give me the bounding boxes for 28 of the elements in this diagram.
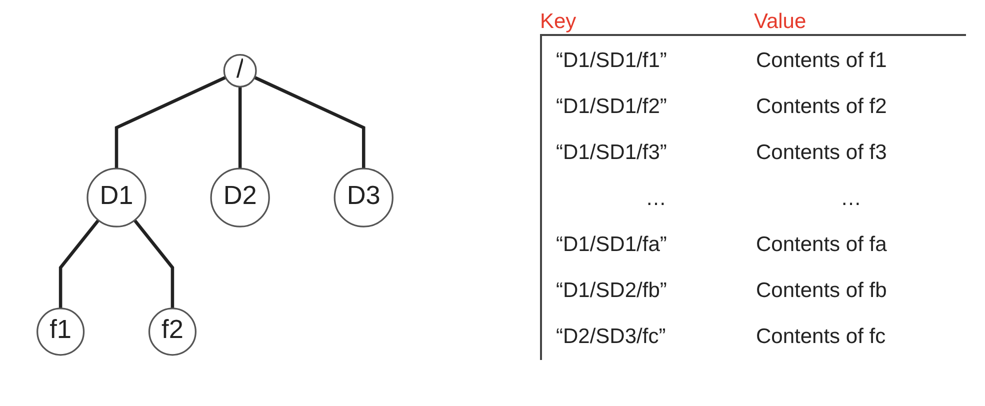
connector bbox=[133, 219, 174, 308]
table-cell-text: “D1/SD1/f2” bbox=[556, 95, 668, 119]
node-circle bbox=[86, 168, 146, 228]
node-circle bbox=[210, 168, 270, 228]
tree-diagram: / D1 D2 D3 f1 f2 bbox=[5, 38, 425, 368]
table-cell-text: “D1/SD2/fb” bbox=[556, 279, 668, 303]
node-circle bbox=[36, 308, 85, 356]
column-header: Value bbox=[754, 10, 808, 34]
table-cell-text: “D1/SD1/f3” bbox=[556, 141, 668, 165]
connector bbox=[58, 219, 100, 308]
table-cell-text: Contents of f3 bbox=[756, 141, 888, 165]
table-cell-text: … bbox=[644, 187, 668, 211]
connector bbox=[254, 76, 366, 169]
node-circle bbox=[148, 308, 196, 356]
table-cell-text: Contents of fa bbox=[756, 233, 888, 257]
node-circle bbox=[334, 168, 394, 228]
column-header: Key bbox=[540, 10, 578, 34]
table-cell-text: Contents of fb bbox=[756, 279, 888, 303]
node-circle bbox=[223, 54, 257, 88]
table-cell-text: Contents of f2 bbox=[756, 95, 888, 119]
table-cell-text: “D1/SD1/f1” bbox=[556, 49, 668, 73]
table-cell-text: “D1/SD1/fa” bbox=[556, 233, 668, 257]
table-cell-text: … bbox=[840, 187, 862, 211]
table-cell-text: Contents of fc bbox=[756, 325, 887, 349]
connector bbox=[114, 76, 226, 169]
connector bbox=[238, 86, 242, 169]
table-cell-text: Contents of f1 bbox=[756, 49, 888, 73]
table-cell-text: “D2/SD3/fc” bbox=[556, 325, 667, 349]
